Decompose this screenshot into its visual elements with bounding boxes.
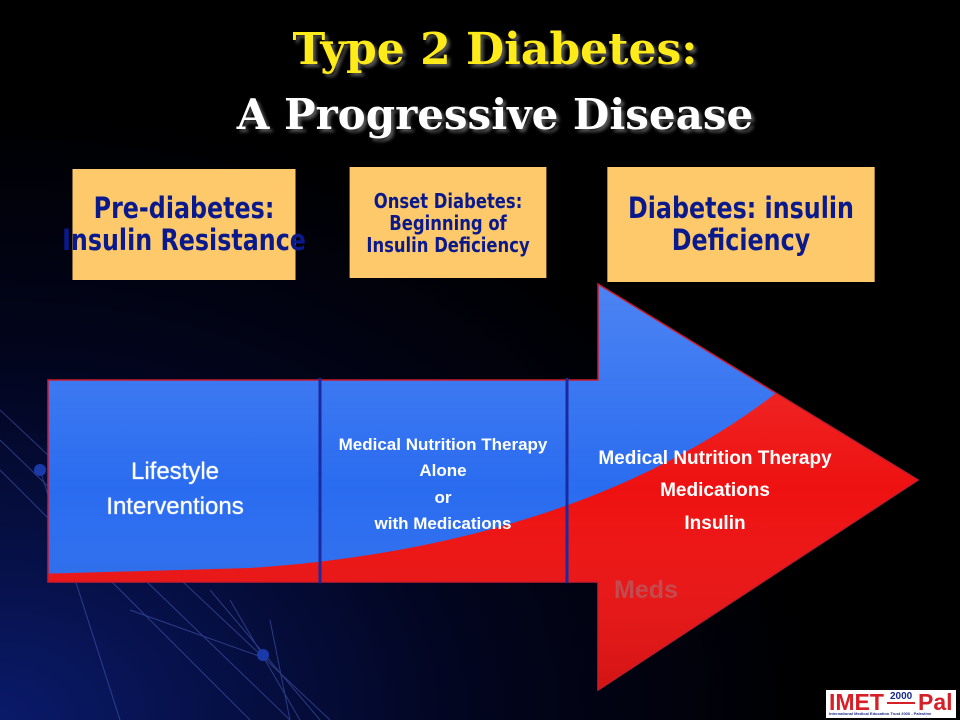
phase-mnt-alone: Medical Nutrition Therapy Alone or with … bbox=[318, 432, 568, 537]
phase-line: Alone bbox=[419, 461, 467, 481]
stage-box-line: Pre-diabetes: bbox=[93, 190, 275, 225]
stage-box-line: Insulin Deficiency bbox=[366, 232, 530, 257]
title-line-2: A Progressive Disease bbox=[236, 90, 754, 139]
phase-line: Interventions bbox=[106, 492, 244, 520]
stage-box-insulin-deficiency: Diabetes: insulin Deficiency bbox=[607, 167, 875, 282]
stage-box-prediabetes: Pre-diabetes: Insulin Resistance bbox=[62, 169, 306, 280]
stage-box-line: Onset Diabetes: bbox=[373, 188, 523, 213]
phase-line: Medical Nutrition Therapy bbox=[338, 435, 548, 454]
stage-box-line: Diabetes: insulin bbox=[628, 190, 854, 225]
decor-dot-1 bbox=[34, 464, 46, 476]
logo-tagline: International Medical Education Trust 20… bbox=[829, 711, 932, 716]
stage-box-line: Deficiency bbox=[671, 222, 811, 257]
phase-mnt-meds-insulin: Medical Nutrition Therapy Medications In… bbox=[570, 443, 860, 540]
logo-year: 2000 bbox=[887, 691, 916, 704]
stage-box-line: Beginning of bbox=[389, 210, 507, 235]
decor-dot-2 bbox=[257, 649, 269, 661]
phase-lifestyle: Lifestyle Interventions bbox=[60, 455, 290, 525]
stage-box-line: Insulin Resistance bbox=[62, 222, 306, 257]
logo-left-text: IMET bbox=[829, 689, 884, 715]
logo-right-text: Pal bbox=[918, 689, 953, 715]
title-line-1: Type 2 Diabetes: bbox=[292, 24, 698, 75]
meds-label: Meds bbox=[614, 576, 678, 604]
phase-line: Medications bbox=[660, 480, 770, 502]
imet-logo: IMET 2000 Pal International Medical Educ… bbox=[826, 689, 956, 718]
stage-box-onset-diabetes: Onset Diabetes: Beginning of Insulin Def… bbox=[349, 167, 547, 278]
phase-line: or bbox=[434, 487, 452, 507]
phase-line: with Medications bbox=[374, 514, 512, 534]
phase-line: Lifestyle bbox=[130, 458, 220, 485]
phase-line: Medical Nutrition Therapy bbox=[598, 448, 832, 469]
phase-line: Insulin bbox=[684, 512, 746, 534]
